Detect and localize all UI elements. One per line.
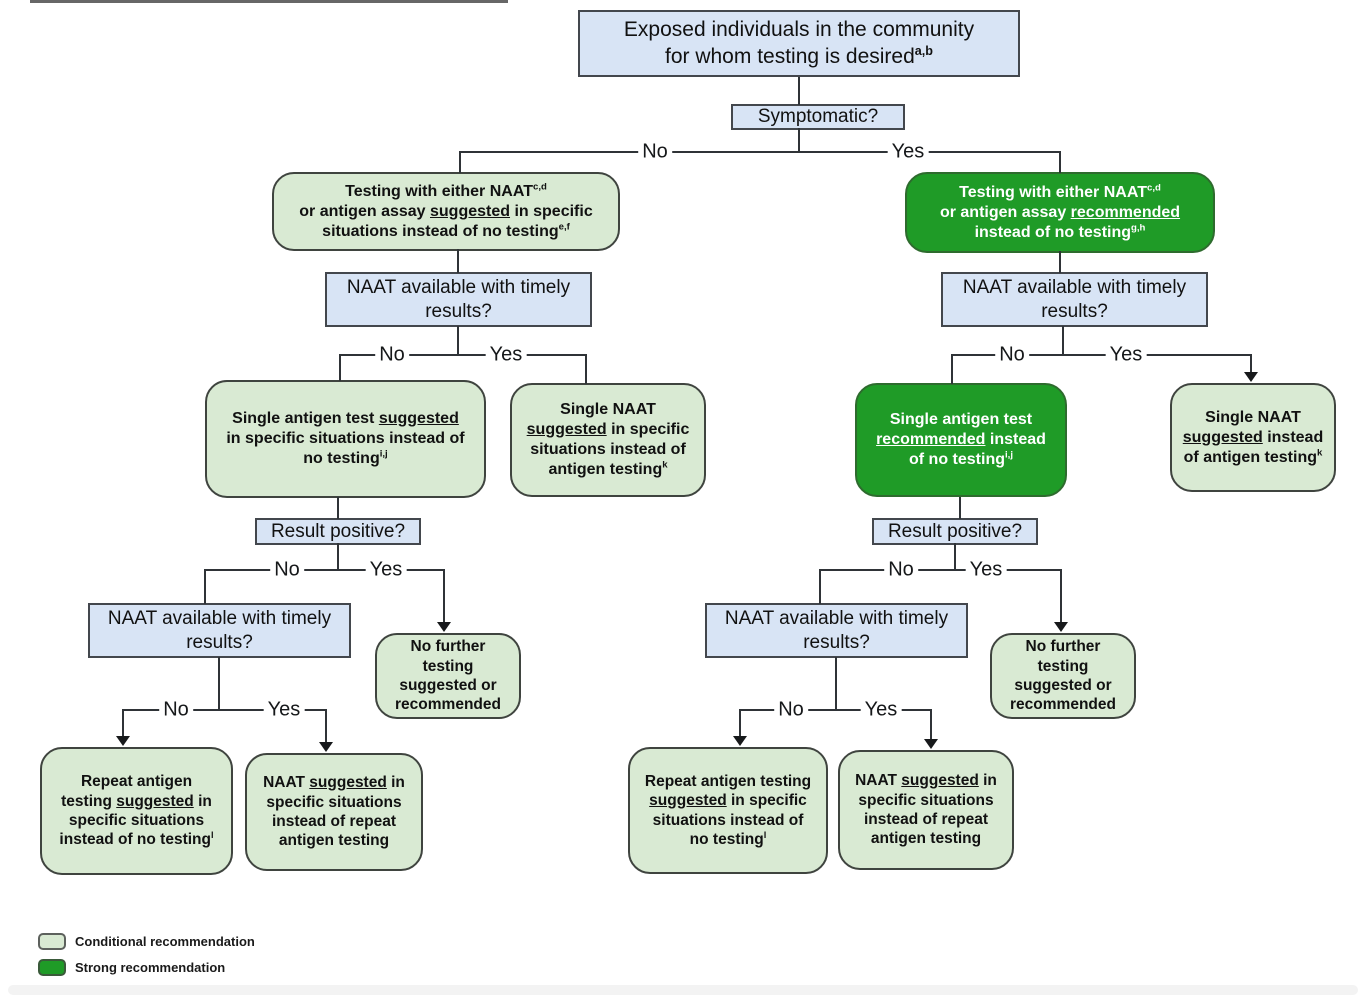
node-single-antigen-recommended: Single antigen test recommended instead … xyxy=(855,383,1067,497)
branch-label-yes: Yes xyxy=(860,698,902,722)
arrowhead-icon xyxy=(319,742,333,752)
node-repeat-antigen-suggested-right: Repeat antigen testing suggested in spec… xyxy=(628,747,828,874)
connector-line xyxy=(337,497,339,519)
arrowhead-icon xyxy=(733,736,747,746)
node-naat-over-repeat-right: NAAT suggested in specific situations in… xyxy=(838,750,1014,870)
branch-label-no: No xyxy=(995,343,1029,367)
connector-line xyxy=(457,326,459,355)
connector-line xyxy=(959,497,961,519)
arrowhead-icon xyxy=(1054,622,1068,632)
node-testing-suggested-asymptomatic: Testing with either NAATc,d or antigen a… xyxy=(272,172,620,251)
arrowhead-icon xyxy=(924,739,938,749)
arrowhead-icon xyxy=(116,736,130,746)
branch-label-no: No xyxy=(270,558,304,582)
connector-line xyxy=(443,569,445,623)
connector-line xyxy=(205,569,445,571)
connector-line xyxy=(122,709,124,737)
node-single-naat-suggested-left: Single NAAT suggested in specific situat… xyxy=(510,383,706,497)
connector-line xyxy=(585,354,587,384)
connector-line xyxy=(819,569,821,604)
connector-line xyxy=(340,354,587,356)
node-naat-timely-lower-right: NAAT available with timely results? xyxy=(705,603,968,658)
branch-label-yes: Yes xyxy=(965,558,1007,582)
node-symptomatic-question: Symptomatic? xyxy=(731,104,905,130)
node-naat-timely-right: NAAT available with timely results? xyxy=(941,272,1208,327)
connector-line xyxy=(325,709,327,742)
branch-label-no: No xyxy=(638,140,672,164)
node-naat-timely-left: NAAT available with timely results? xyxy=(325,272,592,327)
connector-line xyxy=(954,543,956,571)
connector-line xyxy=(1059,151,1061,173)
connector-line xyxy=(930,709,932,740)
legend-conditional: Conditional recommendation xyxy=(38,933,255,950)
node-naat-timely-lower-left: NAAT available with timely results? xyxy=(88,603,351,658)
connector-line xyxy=(951,354,953,384)
legend-swatch-strong xyxy=(38,959,66,976)
connector-line xyxy=(460,151,1061,153)
node-result-positive-right: Result positive? xyxy=(872,518,1038,545)
branch-label-no: No xyxy=(884,558,918,582)
connector-line xyxy=(798,128,800,153)
node-exposed-individuals: Exposed individuals in the community for… xyxy=(578,10,1020,77)
branch-label-no: No xyxy=(375,343,409,367)
legend-label-strong: Strong recommendation xyxy=(75,960,226,975)
connector-line xyxy=(798,77,800,105)
legend-label-conditional: Conditional recommendation xyxy=(75,934,255,949)
branch-label-yes: Yes xyxy=(485,343,527,367)
connector-line xyxy=(739,709,741,737)
node-result-positive-left: Result positive? xyxy=(255,518,421,545)
node-no-further-testing-left: No further testing suggested or recommen… xyxy=(375,633,521,719)
arrowhead-icon xyxy=(437,622,451,632)
scan-artifact-top xyxy=(30,0,508,3)
branch-label-yes: Yes xyxy=(263,698,305,722)
connector-line xyxy=(339,354,341,381)
connector-line xyxy=(457,249,459,273)
branch-label-no: No xyxy=(774,698,808,722)
connector-line xyxy=(1062,326,1064,355)
connector-line xyxy=(337,543,339,571)
connector-line xyxy=(1060,569,1062,623)
connector-line xyxy=(123,709,327,711)
connector-line xyxy=(218,657,220,711)
connector-line xyxy=(951,354,1252,356)
branch-label-yes: Yes xyxy=(1105,343,1147,367)
node-repeat-antigen-suggested-left: Repeat antigen testing suggested in spec… xyxy=(40,747,233,875)
connector-line xyxy=(204,569,206,604)
branch-label-yes: Yes xyxy=(365,558,407,582)
node-single-antigen-suggested: Single antigen test suggested in specifi… xyxy=(205,380,486,498)
scan-artifact-bottom xyxy=(8,985,1358,995)
connector-line xyxy=(740,709,932,711)
connector-line xyxy=(820,569,1062,571)
connector-line xyxy=(835,657,837,711)
connector-line xyxy=(1059,251,1061,273)
connector-line xyxy=(1250,354,1252,375)
arrowhead-icon xyxy=(1244,372,1258,382)
branch-label-yes: Yes xyxy=(887,140,929,164)
node-no-further-testing-right: No further testing suggested or recommen… xyxy=(990,633,1136,719)
branch-label-no: No xyxy=(159,698,193,722)
node-testing-recommended-symptomatic: Testing with either NAATc,d or antigen a… xyxy=(905,172,1215,253)
node-naat-over-repeat-left: NAAT suggested in specific situations in… xyxy=(245,753,423,871)
node-single-naat-suggested-right: Single NAAT suggested instead of antigen… xyxy=(1170,383,1336,492)
legend-strong: Strong recommendation xyxy=(38,959,225,976)
connector-line xyxy=(459,151,461,173)
legend-swatch-conditional xyxy=(38,933,66,950)
